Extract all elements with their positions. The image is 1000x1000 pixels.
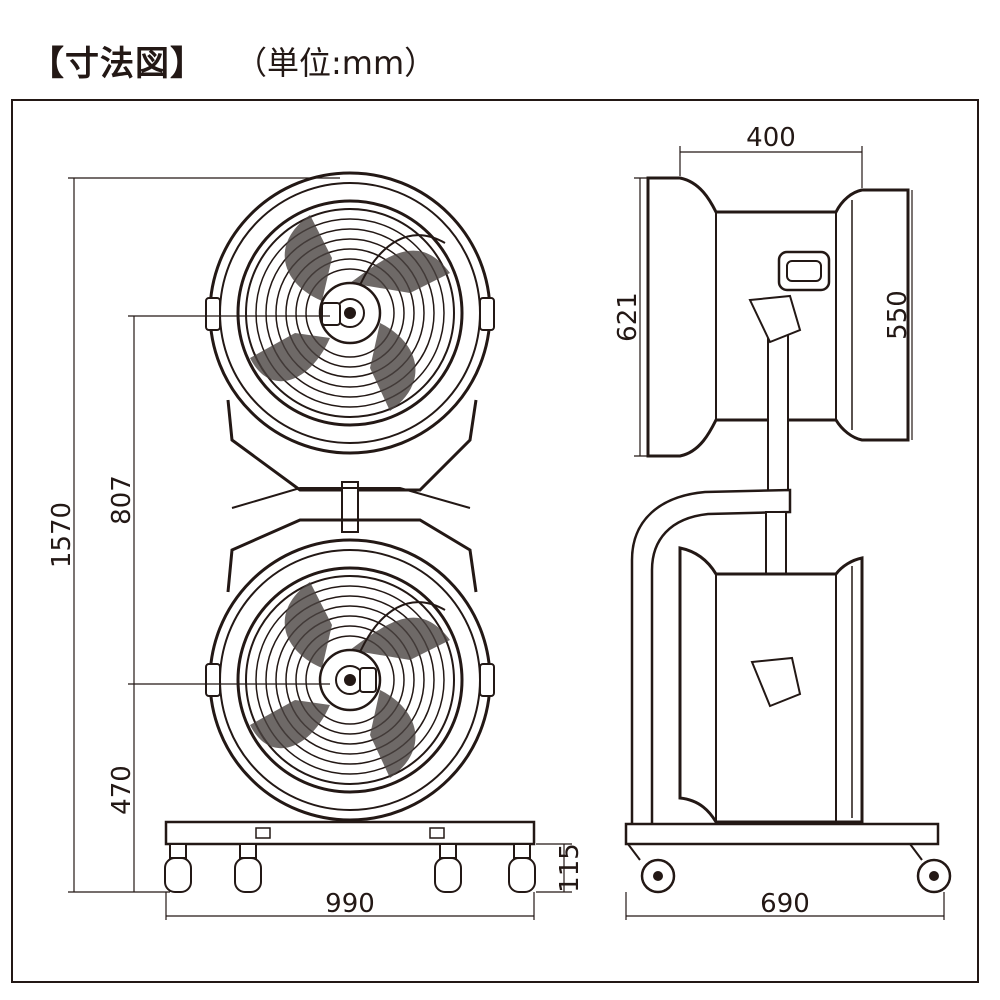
dim-lower-fan-height: 470 — [107, 765, 137, 815]
dim-side-base: 690 — [760, 889, 810, 919]
front-view — [68, 171, 572, 920]
dim-caster-height: 115 — [555, 843, 585, 893]
dim-fan-outer: 621 — [613, 292, 643, 342]
dim-base-width: 990 — [325, 889, 375, 919]
side-view — [624, 146, 952, 920]
dim-fan-spacing: 807 — [107, 475, 137, 525]
dim-total-height: 1570 — [47, 502, 77, 568]
dim-fan-inner: 550 — [883, 290, 913, 340]
unit-label: （単位:mm） — [235, 44, 437, 82]
diagram-title: 【寸法図】 — [30, 44, 205, 84]
dim-fan-depth: 400 — [746, 123, 796, 153]
